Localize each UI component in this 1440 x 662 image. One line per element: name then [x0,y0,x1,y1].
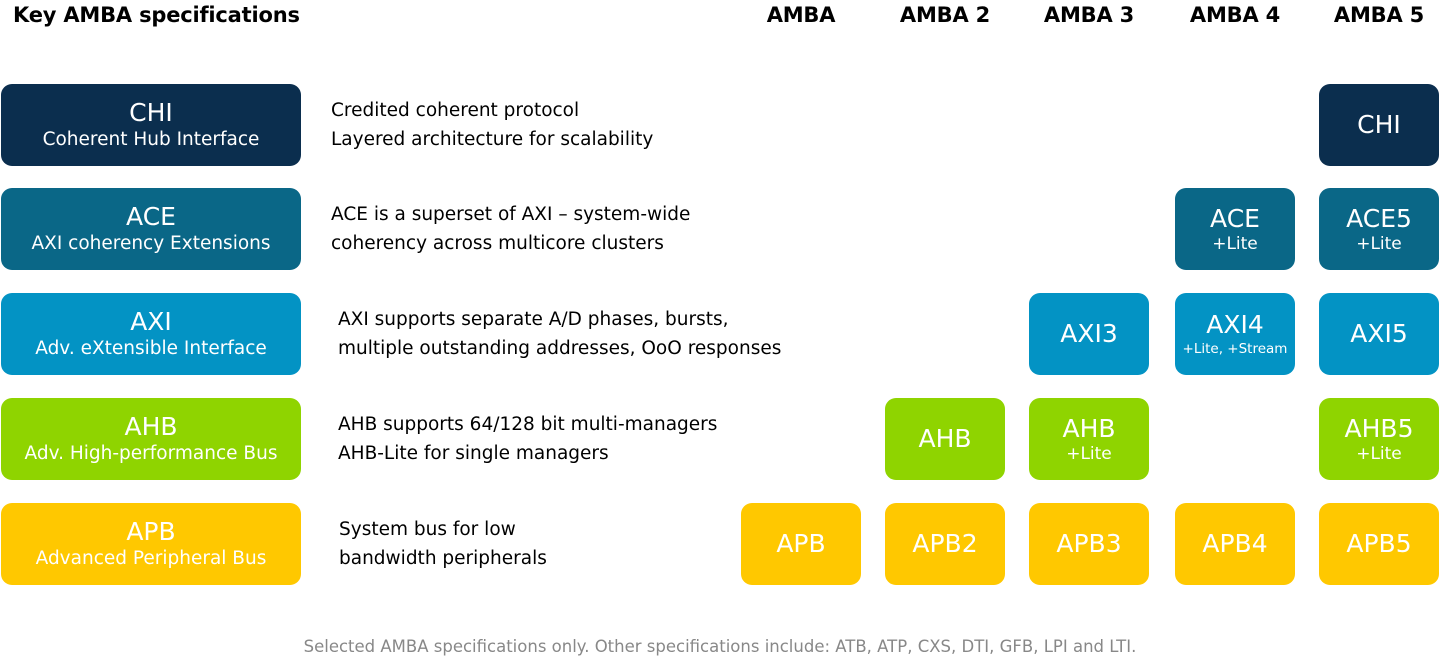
footnote: Selected AMBA specifications only. Other… [303,637,1137,656]
version-box-ace: ACE+Lite [1175,188,1295,270]
version-box-apb5: APB5 [1319,503,1439,585]
spec-full-name: Adv. eXtensible Interface [35,338,267,359]
version-box-apb2: APB2 [885,503,1005,585]
description-line: AHB supports 64/128 bit multi-managers [338,414,718,435]
spec-description-axi: AXI supports separate A/D phases, bursts… [338,293,781,375]
version-variants: +Lite [1356,234,1402,254]
description-line: AHB-Lite for single managers [338,443,609,464]
spec-full-name: Adv. High-performance Bus [24,443,278,464]
spec-full-name: AXI coherency Extensions [31,233,271,254]
description-line: Credited coherent protocol [331,100,580,121]
version-variants: +Lite [1066,444,1112,464]
version-box-ahb: AHB+Lite [1029,398,1149,480]
description-line: AXI supports separate A/D phases, bursts… [338,309,729,330]
version-variants: +Lite, +Stream [1182,341,1288,357]
version-box-axi3: AXI3 [1029,293,1149,375]
version-label: AXI4 [1206,310,1264,339]
spec-abbr: CHI [129,98,173,127]
description-line: System bus for low [339,519,516,540]
description-line: ACE is a superset of AXI – system-wide [331,204,691,225]
description-line: bandwidth peripherals [339,548,547,569]
version-box-axi5: AXI5 [1319,293,1439,375]
version-label: ACE [1210,204,1260,233]
version-label: AXI3 [1060,319,1118,348]
spec-abbr: APB [126,517,176,546]
version-box-apb4: APB4 [1175,503,1295,585]
version-box-apb: APB [741,503,861,585]
description-line: multiple outstanding addresses, OoO resp… [338,338,782,359]
version-label: AHB5 [1344,414,1414,443]
spec-abbr: ACE [126,202,176,231]
description-line: Layered architecture for scalability [331,129,654,150]
spec-abbr: AHB [124,412,178,441]
spec-full-name: Coherent Hub Interface [42,129,260,150]
version-box-ahb5: AHB5+Lite [1319,398,1439,480]
version-label: CHI [1357,110,1401,139]
version-box-ahb: AHB [885,398,1005,480]
version-label: ACE5 [1346,204,1412,233]
spec-description-apb: System bus for low bandwidth peripherals [339,503,547,585]
version-label: AXI5 [1350,319,1408,348]
version-box-chi: CHI [1319,84,1439,166]
diagram-title: Key AMBA specifications [13,3,300,27]
description-line: coherency across multicore clusters [331,233,664,254]
version-box-apb3: APB3 [1029,503,1149,585]
column-header-1: AMBA [766,3,836,27]
version-box-ace5: ACE5+Lite [1319,188,1439,270]
spec-description-ace: ACE is a superset of AXI – system-wide co… [331,188,690,270]
version-box-axi4: AXI4 +Lite, +Stream [1175,293,1295,375]
column-header-5: AMBA 5 [1333,3,1425,27]
column-header-2: AMBA 2 [899,3,991,27]
version-label: APB5 [1346,529,1412,558]
column-header-4: AMBA 4 [1189,3,1281,27]
version-variants: +Lite [1212,234,1258,254]
spec-abbr: AXI [130,307,172,336]
version-label: APB2 [912,529,978,558]
version-variants: +Lite [1356,444,1402,464]
version-label: APB [776,529,826,558]
version-label: AHB [918,424,972,453]
column-header-3: AMBA 3 [1043,3,1135,27]
version-label: APB4 [1202,529,1268,558]
version-label: AHB [1062,414,1116,443]
version-label: APB3 [1056,529,1122,558]
spec-full-name: Advanced Peripheral Bus [35,548,267,569]
